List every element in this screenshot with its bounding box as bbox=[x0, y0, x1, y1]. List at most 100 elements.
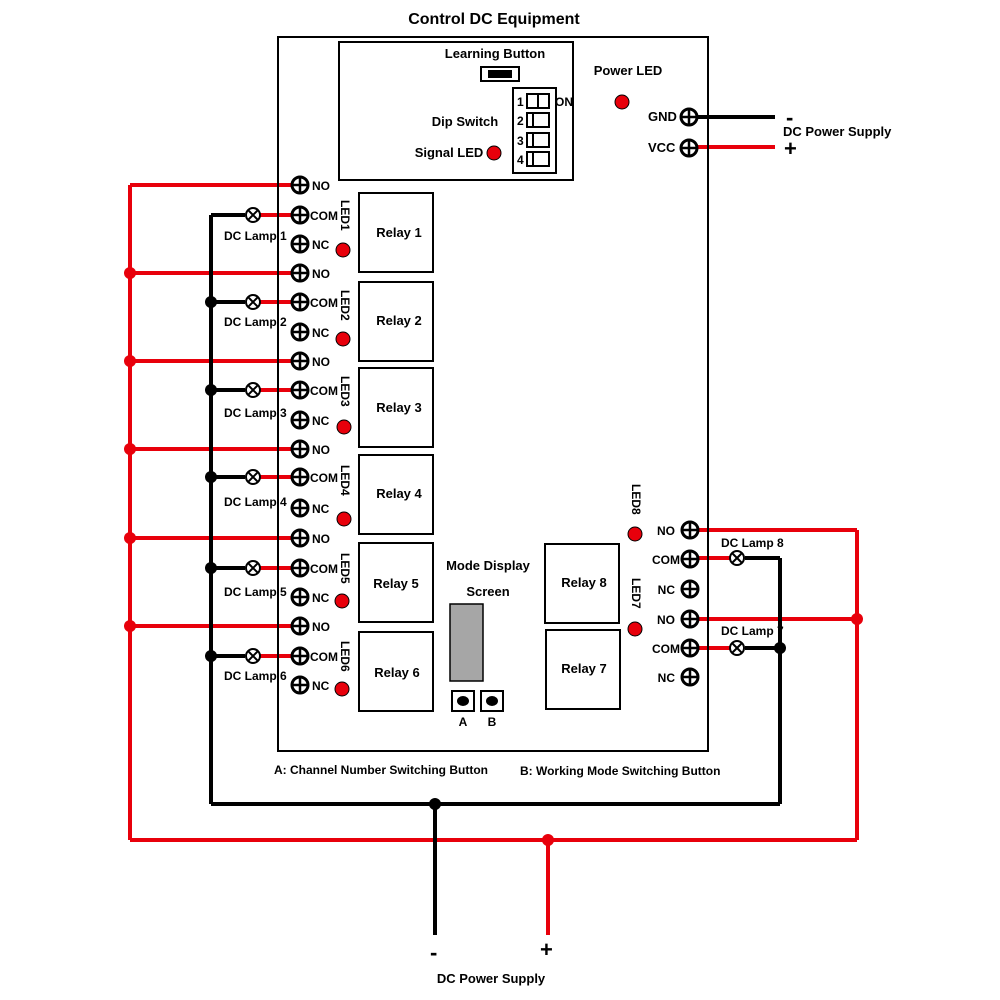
relay-4-label: Relay 4 bbox=[376, 486, 422, 501]
ch4-com-label: COM bbox=[310, 471, 338, 485]
ch8-com-terminal[interactable] bbox=[680, 549, 700, 569]
ch4-nc-terminal[interactable] bbox=[290, 498, 310, 518]
relay-6-label: Relay 6 bbox=[374, 665, 420, 680]
ch4-nc-label: NC bbox=[312, 502, 330, 516]
dip-position-2: 2 bbox=[517, 114, 524, 128]
lamp-3-label: DC Lamp 3 bbox=[224, 406, 287, 420]
ch2-nc-label: NC bbox=[312, 326, 330, 340]
ch5-nc-label: NC bbox=[312, 591, 330, 605]
button-b-label: B bbox=[488, 715, 497, 729]
note-button-a: A: Channel Number Switching Button bbox=[274, 763, 488, 777]
ch6-nc-label: NC bbox=[312, 679, 330, 693]
relay-4-box bbox=[358, 454, 434, 535]
ch6-com-label: COM bbox=[310, 650, 338, 664]
ch1-com-terminal[interactable] bbox=[290, 205, 310, 225]
lamp-4-label: DC Lamp 4 bbox=[224, 495, 287, 509]
mode-display-screen bbox=[449, 603, 484, 682]
led1 bbox=[335, 242, 351, 258]
lamp-7-icon bbox=[729, 640, 745, 656]
relay-3-box bbox=[358, 367, 434, 448]
led6-label: LED6 bbox=[338, 641, 352, 672]
ch3-com-terminal[interactable] bbox=[290, 380, 310, 400]
ch6-no-terminal[interactable] bbox=[290, 616, 310, 636]
ch7-nc-terminal[interactable] bbox=[680, 667, 700, 687]
ch6-nc-terminal[interactable] bbox=[290, 675, 310, 695]
vcc-label: VCC bbox=[648, 140, 676, 155]
signal-led-label: Signal LED bbox=[415, 145, 484, 160]
ch5-no-terminal[interactable] bbox=[290, 528, 310, 548]
ch5-com-terminal[interactable] bbox=[290, 558, 310, 578]
ch3-no-terminal[interactable] bbox=[290, 351, 310, 371]
gnd-terminal[interactable] bbox=[679, 107, 699, 127]
led3 bbox=[336, 419, 352, 435]
lamp-8-icon bbox=[729, 550, 745, 566]
lamp-1-label: DC Lamp 1 bbox=[224, 229, 287, 243]
ch8-nc-terminal[interactable] bbox=[680, 579, 700, 599]
button-a-label: A bbox=[459, 715, 468, 729]
led4-label: LED4 bbox=[338, 465, 352, 496]
ch7-no-terminal[interactable] bbox=[680, 609, 700, 629]
ch2-no-terminal[interactable] bbox=[290, 263, 310, 283]
right-terminals bbox=[680, 520, 700, 687]
ch1-no-terminal[interactable] bbox=[290, 175, 310, 195]
ch1-com-label: COM bbox=[310, 209, 338, 223]
controller-board bbox=[277, 36, 709, 752]
relay-1-label: Relay 1 bbox=[376, 225, 422, 240]
relay-5-box bbox=[358, 542, 434, 623]
ch8-no-terminal[interactable] bbox=[680, 520, 700, 540]
ch3-nc-label: NC bbox=[312, 414, 330, 428]
relay-6-box bbox=[358, 631, 434, 712]
ch4-com-terminal[interactable] bbox=[290, 467, 310, 487]
lamp-5-label: DC Lamp 5 bbox=[224, 585, 287, 599]
dip-on-label: ON bbox=[555, 95, 573, 109]
signal-led bbox=[486, 145, 502, 161]
led5-label: LED5 bbox=[338, 553, 352, 584]
ch1-nc-label: NC bbox=[312, 238, 330, 252]
power-in-minus: - bbox=[786, 105, 793, 130]
learning-button[interactable] bbox=[480, 66, 520, 82]
button-a[interactable] bbox=[451, 690, 475, 712]
ch5-nc-terminal[interactable] bbox=[290, 587, 310, 607]
ch3-nc-terminal[interactable] bbox=[290, 410, 310, 430]
ch4-no-terminal[interactable] bbox=[290, 439, 310, 459]
ch7-com-terminal[interactable] bbox=[680, 638, 700, 658]
lamp-2-label: DC Lamp 2 bbox=[224, 315, 287, 329]
led1-label: LED1 bbox=[338, 200, 352, 231]
ch8-com-label: COM bbox=[652, 553, 680, 567]
led5 bbox=[334, 593, 350, 609]
led2 bbox=[335, 331, 351, 347]
ch6-com-terminal[interactable] bbox=[290, 646, 310, 666]
ch2-com-terminal[interactable] bbox=[290, 292, 310, 312]
diagram-title: Control DC Equipment bbox=[408, 11, 580, 28]
ch7-com-label: COM bbox=[652, 642, 680, 656]
dip-position-1: 1 bbox=[517, 95, 524, 109]
power-in-label: DC Power Supply bbox=[783, 124, 892, 139]
power-led bbox=[614, 94, 630, 110]
led8 bbox=[627, 526, 643, 542]
power-led-label: Power LED bbox=[594, 63, 663, 78]
led7 bbox=[627, 621, 643, 637]
dip-switch[interactable] bbox=[512, 87, 557, 174]
power-bottom-label: DC Power Supply bbox=[437, 971, 546, 986]
lamp-7-label: DC Lamp 7 bbox=[721, 624, 784, 638]
ch1-nc-terminal[interactable] bbox=[290, 234, 310, 254]
ch2-nc-terminal[interactable] bbox=[290, 322, 310, 342]
relay-2-label: Relay 2 bbox=[376, 313, 422, 328]
vcc-terminal[interactable] bbox=[679, 138, 699, 158]
ch8-no-label: NO bbox=[657, 524, 675, 538]
ch3-no-label: NO bbox=[312, 355, 330, 369]
lamp-5-icon bbox=[245, 560, 261, 576]
button-b[interactable] bbox=[480, 690, 504, 712]
ch1-no-label: NO bbox=[312, 179, 330, 193]
power-bottom-minus: - bbox=[430, 940, 437, 965]
power-in-plus: + bbox=[784, 136, 797, 161]
ch2-no-label: NO bbox=[312, 267, 330, 281]
led6 bbox=[334, 681, 350, 697]
relay-3-label: Relay 3 bbox=[376, 400, 422, 415]
relay-1-box bbox=[358, 192, 434, 273]
led2-label: LED2 bbox=[338, 290, 352, 321]
left-terminals bbox=[290, 175, 310, 695]
led4 bbox=[336, 511, 352, 527]
ch5-com-label: COM bbox=[310, 562, 338, 576]
